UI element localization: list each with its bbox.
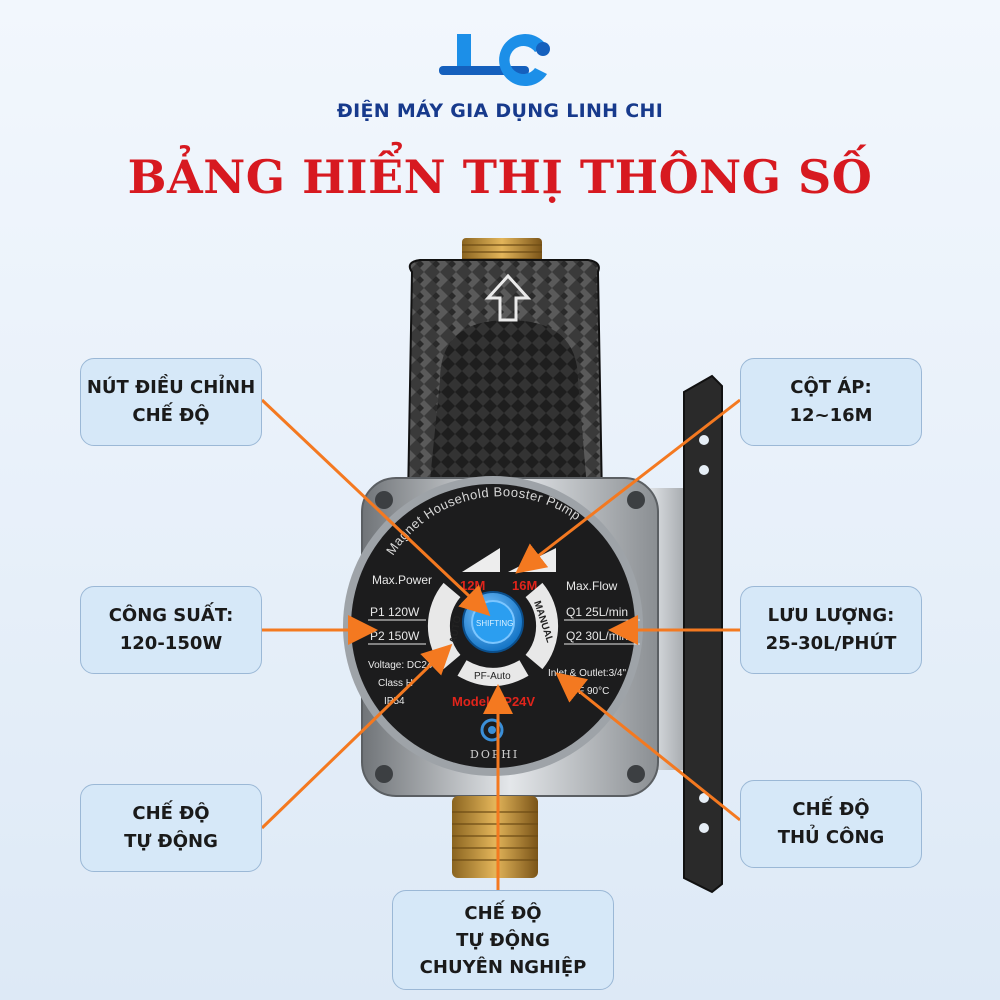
power-p2: P2 150W [370, 629, 420, 643]
callout-pro-auto-line2: TỰ ĐỘNG [456, 929, 550, 951]
callout-head-line1: CỘT ÁP: [790, 377, 872, 399]
auto-mode-label: AUTO [448, 615, 464, 645]
brand-logo [0, 28, 1000, 90]
voltage-spec: Voltage: DC24V [368, 660, 439, 671]
dophi-logo-icon [480, 718, 504, 742]
callout-auto-line2: TỰ ĐỘNG [124, 831, 218, 852]
bottom-brass-fitting [452, 796, 538, 878]
flow-q1: Q1 25L/min [566, 605, 628, 619]
callout-auto: CHẾ ĐỘ TỰ ĐỘNG [80, 784, 262, 872]
mode-knob[interactable]: SHIFTING [462, 591, 524, 653]
class-spec: Class H [378, 678, 413, 689]
page-title: BẢNG HIỂN THỊ THÔNG SỐ [127, 150, 873, 204]
lc-logo-icon [439, 34, 550, 86]
pf-auto-label: PF-Auto [474, 671, 511, 682]
model-label: Model:DP24V [452, 694, 535, 709]
max-power-label: Max.Power [372, 573, 432, 587]
carbon-body [406, 259, 604, 501]
callout-flow-line2: 25-30L/PHÚT [765, 633, 897, 654]
callout-head-line2: 12~16M [789, 405, 873, 426]
callout-power-line1: CÔNG SUẤT: [108, 605, 234, 627]
callout-manual-line1: CHẾ ĐỘ [792, 799, 870, 821]
callout-mode-button-line1: NÚT ĐIỀU CHỈNH [86, 377, 256, 399]
head-12m: 12M [460, 578, 485, 593]
temp-spec: TF 90°C [572, 686, 609, 697]
callout-head: CỘT ÁP: 12~16M [740, 358, 922, 446]
maker-name: DOPHI [470, 748, 519, 761]
knob-label: SHIFTING [476, 619, 513, 628]
callout-flow-line1: LƯU LƯỢNG: [767, 605, 895, 627]
callout-flow: LƯU LƯỢNG: 25-30L/PHÚT [740, 586, 922, 674]
power-p1: P1 120W [370, 605, 420, 619]
control-dial: Magnet Household Booster Pump Max.Power … [343, 476, 643, 776]
callout-manual-line2: THỦ CÔNG [777, 827, 885, 848]
callout-auto-line1: CHẾ ĐỘ [132, 803, 210, 825]
brand-name: ĐIỆN MÁY GIA DỤNG LINH CHI [336, 100, 664, 122]
ip-spec: IP54 [384, 696, 405, 707]
callout-pro-auto: CHẾ ĐỘ TỰ ĐỘNG CHUYÊN NGHIỆP [392, 890, 614, 990]
head-16m: 16M [512, 578, 537, 593]
max-flow-label: Max.Flow [566, 579, 618, 593]
callout-power-line2: 120-150W [119, 633, 223, 654]
flow-q2: Q2 30L/min [566, 629, 628, 643]
callout-manual: CHẾ ĐỘ THỦ CÔNG [740, 780, 922, 868]
callout-pro-auto-line1: CHẾ ĐỘ [464, 902, 542, 924]
callout-pro-auto-line3: CHUYÊN NGHIỆP [419, 956, 587, 978]
callout-mode-button-line2: CHẾ ĐỘ [132, 405, 210, 426]
callout-power: CÔNG SUẤT: 120-150W [80, 586, 262, 674]
callout-mode-button: NÚT ĐIỀU CHỈNH CHẾ ĐỘ [80, 358, 262, 446]
inlet-spec: Inlet & Outlet:3/4" [548, 668, 626, 679]
